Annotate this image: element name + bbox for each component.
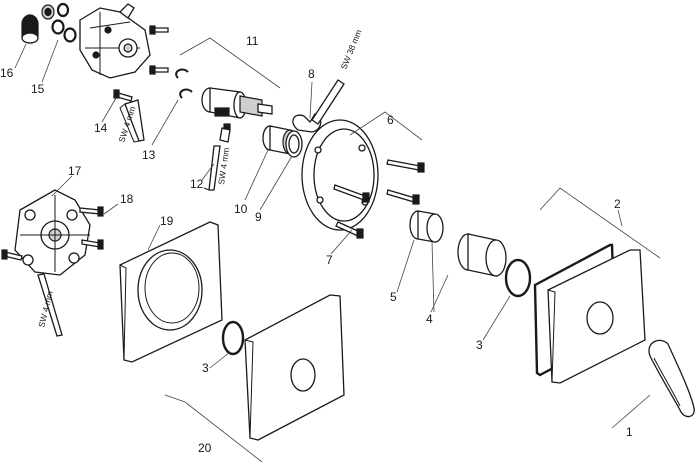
part-3-o-ring-middle — [221, 320, 245, 356]
part-16-end-cap — [21, 14, 39, 44]
callout-10: 10 — [234, 202, 248, 216]
callout-12: 12 — [190, 177, 204, 191]
callout-19: 19 — [160, 214, 174, 228]
part-20-square-cover — [244, 294, 345, 441]
callout-18: 18 — [120, 192, 134, 206]
callout-17: 17 — [68, 164, 82, 178]
hex-key-left — [37, 273, 63, 337]
callout-5: 5 — [390, 290, 397, 304]
part-15-nipple-and-seals — [41, 2, 77, 43]
part-5-ring — [409, 210, 444, 243]
part-18-screws — [1, 206, 104, 261]
part-2-square-cover — [547, 249, 646, 384]
bracket-20 — [164, 394, 263, 463]
callout-11: 11 — [246, 34, 259, 48]
callout-14: 14 — [94, 121, 108, 135]
part-17-valve-body — [14, 189, 91, 276]
part-11-cartridge — [201, 87, 273, 119]
part-19-square-escutcheon — [119, 221, 223, 363]
callout-15: 15 — [31, 82, 45, 96]
callout-8: 8 — [308, 67, 315, 81]
tool-label-sw38: SW 38 mm — [339, 28, 364, 71]
part-6-flange-plate — [301, 119, 379, 231]
callout-1: 1 — [626, 425, 633, 439]
valve-body-top — [79, 3, 151, 79]
part-13-clip — [175, 68, 193, 99]
callout-7: 7 — [326, 253, 333, 267]
callout-3-middle: 3 — [202, 361, 209, 375]
screws-top — [149, 25, 169, 75]
callout-4: 4 — [426, 312, 433, 326]
screws-6-7 — [333, 159, 425, 239]
bracket-6 — [349, 111, 423, 141]
callout-3-right: 3 — [476, 338, 483, 352]
part-9-ring — [285, 130, 303, 158]
leader-lines — [14, 39, 651, 429]
callout-9: 9 — [255, 210, 262, 224]
part-12-screw — [219, 123, 231, 143]
wrench-sw38 — [292, 79, 345, 133]
part-1-lever-handle — [648, 339, 695, 418]
hex-key-14 — [119, 99, 145, 143]
part-4-sleeve — [457, 233, 507, 277]
bracket-2 — [539, 187, 661, 259]
part-14-screw — [113, 89, 133, 102]
callout-20: 20 — [198, 441, 212, 455]
bracket-11 — [179, 37, 281, 89]
callout-6: 6 — [387, 113, 394, 127]
part-3-o-ring-right — [504, 258, 532, 298]
hex-key-12 — [203, 145, 221, 191]
callout-2: 2 — [614, 197, 621, 211]
callout-16: 16 — [0, 66, 14, 80]
callout-13: 13 — [142, 148, 156, 162]
